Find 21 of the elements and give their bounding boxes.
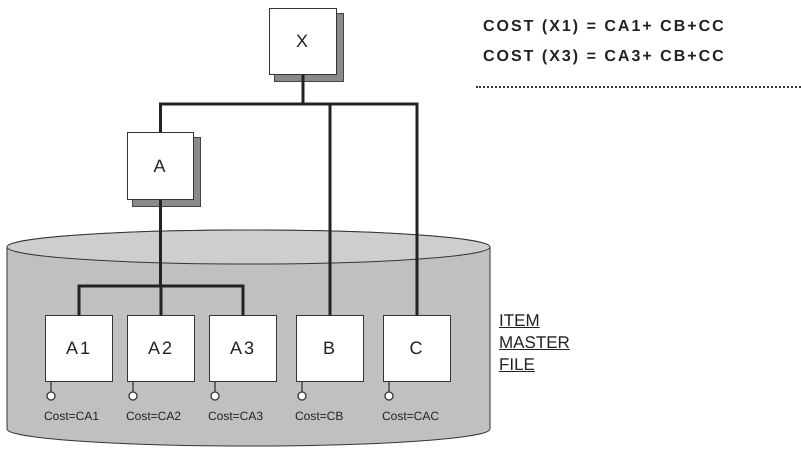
item-name: A	[153, 156, 168, 176]
item-box	[209, 315, 277, 382]
item-box	[45, 315, 113, 382]
item-name: X	[296, 31, 310, 52]
item-box	[127, 315, 195, 382]
item-name: A2	[148, 338, 174, 359]
file-label: ITEM MASTER FILE	[499, 310, 569, 376]
item-name: A1	[66, 338, 92, 359]
item-box	[296, 315, 364, 382]
cost-label: Cost=CA2	[126, 409, 182, 423]
cost-label: Cost=CB	[295, 409, 344, 423]
item-name: C	[410, 338, 424, 359]
item-name: A3	[230, 338, 256, 359]
cost-formula: COST (X1) = CA1+ CB+CC	[483, 18, 726, 36]
item-box	[383, 315, 451, 382]
cost-formula: COST (X3) = CA3+ CB+CC	[483, 48, 726, 66]
cost-label: Cost=CA3	[208, 409, 264, 423]
item-name: B	[322, 338, 337, 359]
cost-label: Cost=CA1	[44, 409, 100, 423]
cost-label: Cost=CAC	[382, 409, 440, 423]
connector-line	[302, 75, 418, 315]
